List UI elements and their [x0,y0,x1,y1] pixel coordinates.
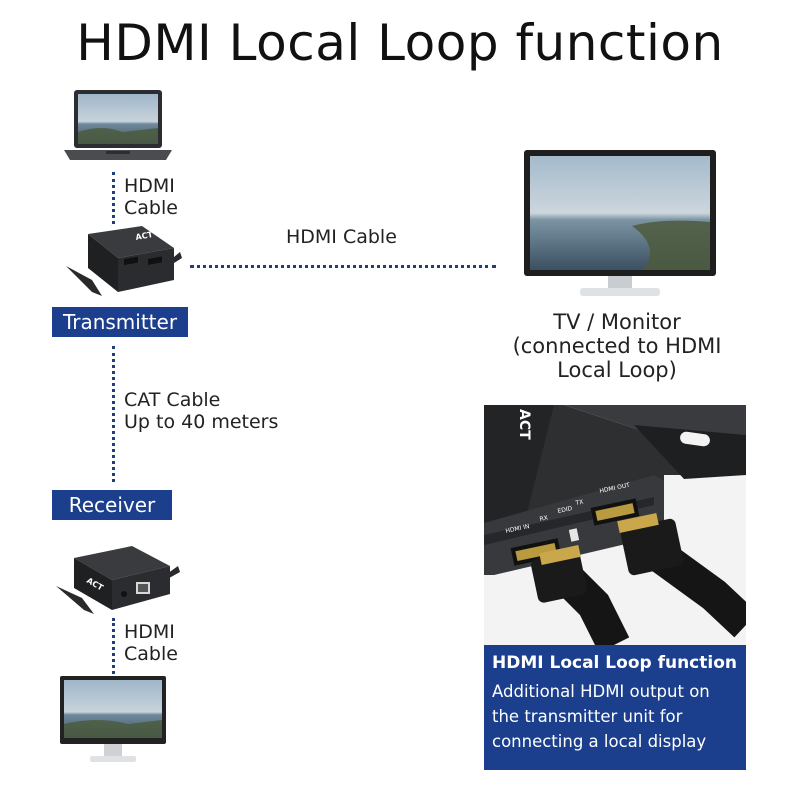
hdmi-cable-line-horizontal [190,265,496,268]
photo-logo: ACT [516,409,532,440]
transmitter-label: Transmitter [52,307,188,337]
hdmi-cable-line-bottom [112,618,115,674]
info-box-title: HDMI Local Loop function [492,653,737,673]
photo-port-rx: RX [539,514,549,523]
info-box-line: the transmitter unit for [492,707,683,726]
photo-port-hdmi-in: HDMI IN [505,523,530,535]
page-title: HDMI Local Loop function [76,14,724,72]
photo-port-tx: TX [574,498,584,507]
local-loop-info-box: HDMI Local Loop function Additional HDMI… [484,645,746,770]
tv-monitor-caption: TV / Monitor (connected to HDMI Local Lo… [512,310,722,382]
photo-port-edid: EDID [557,505,573,515]
hdmi-cable-line-top [112,172,115,224]
hdmi-cable-label-horizontal: HDMI Cable [286,226,397,248]
laptop-icon [64,90,172,160]
receiver-label: Receiver [52,490,172,520]
svg-text:ACT: ACT [135,230,154,242]
local-loop-photo: HDMI IN RX EDID TX HDMI OUT ACT [484,405,746,645]
info-box-line: Additional HDMI output on [492,682,710,701]
receiver-device-icon: ACT [56,546,180,614]
monitor-icon [60,676,166,762]
transmitter-device-icon: ACT [66,226,182,296]
cat-cable-line [112,346,115,482]
info-box-line: connecting a local display [492,732,707,751]
tv-monitor-icon [524,150,716,296]
